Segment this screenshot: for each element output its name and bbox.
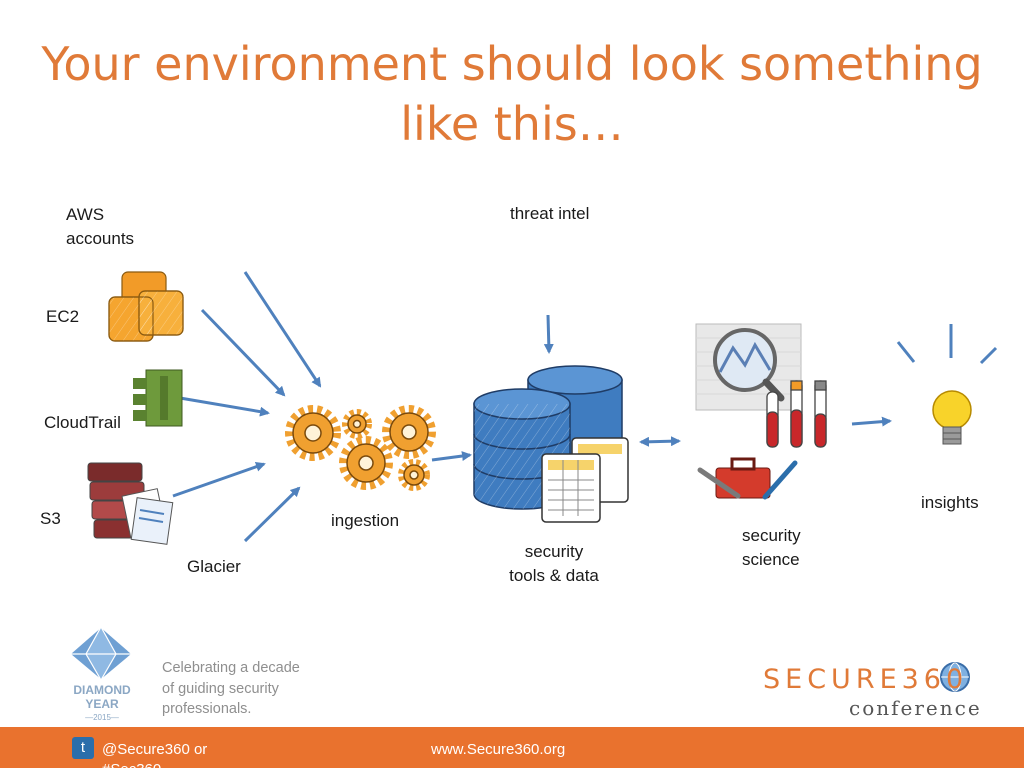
label-aws-line1: AWS (66, 203, 134, 227)
label-security-tools-line1: security (494, 540, 614, 564)
label-security-science-line2: science (742, 548, 801, 572)
tagline: Celebrating a decade of guiding security… (162, 658, 332, 720)
ingestion-gears-icon (289, 409, 432, 488)
label-cloudtrail: CloudTrail (44, 411, 121, 435)
label-threat-intel: threat intel (510, 202, 589, 226)
arrow-cloudtrail-to-ingestion (180, 398, 268, 413)
arrow-science-to-insights (852, 421, 890, 424)
diamond-year-text: DIAMOND YEAR —2015— (62, 683, 142, 725)
arrow-glacier-to-ingestion (245, 488, 299, 541)
label-ec2: EC2 (46, 305, 79, 329)
label-security-tools-line2: tools & data (494, 564, 614, 588)
tagline-line3: professionals. (162, 699, 332, 720)
toolbox-icon (700, 459, 795, 498)
label-insights: insights (921, 491, 979, 515)
ec2-icon (109, 272, 183, 341)
arrow-tools-science-bidirectional (641, 441, 679, 442)
diamond-logo (70, 627, 132, 680)
gear-icon (386, 409, 432, 455)
footer-website-link[interactable]: www.Secure360.org (431, 740, 565, 760)
label-aws-accounts: AWS accounts (66, 203, 134, 251)
brand-name: SECURE360 (763, 664, 968, 695)
footer-twitter-handle[interactable]: @Secure360 or #Sec360 (102, 740, 242, 780)
brand-subtitle: conference (849, 696, 982, 720)
label-security-tools: security tools & data (494, 540, 614, 588)
security-science-icon (696, 324, 826, 498)
twitter-icon[interactable]: t (72, 737, 94, 759)
lightbulb-icon (898, 324, 996, 444)
label-s3: S3 (40, 507, 61, 531)
tagline-line1: Celebrating a decade (162, 658, 332, 679)
arrow-threat-intel (548, 315, 549, 352)
diamond-line1: DIAMOND (62, 683, 142, 697)
tagline-line2: of guiding security (162, 679, 332, 700)
label-security-science-line1: security (742, 524, 801, 548)
gear-icon (401, 462, 427, 488)
diamond-line2: YEAR (62, 697, 142, 711)
arrow-aws-to-ingestion (245, 272, 320, 386)
s3-icon (88, 463, 173, 544)
diamond-line3: —2015— (62, 711, 142, 725)
label-glacier: Glacier (187, 555, 241, 579)
arrow-ingestion-to-tools (432, 455, 470, 460)
label-aws-line2: accounts (66, 227, 134, 251)
label-security-science: security science (742, 524, 801, 572)
gear-icon (345, 412, 369, 436)
gear-icon (289, 409, 337, 457)
security-tools-database-icon (474, 366, 628, 522)
label-ingestion: ingestion (331, 509, 399, 533)
arrow-s3-to-ingestion (173, 464, 264, 496)
arrow-ec2-to-ingestion (202, 310, 284, 395)
gear-icon (343, 440, 389, 486)
cloudtrail-icon (133, 370, 182, 426)
